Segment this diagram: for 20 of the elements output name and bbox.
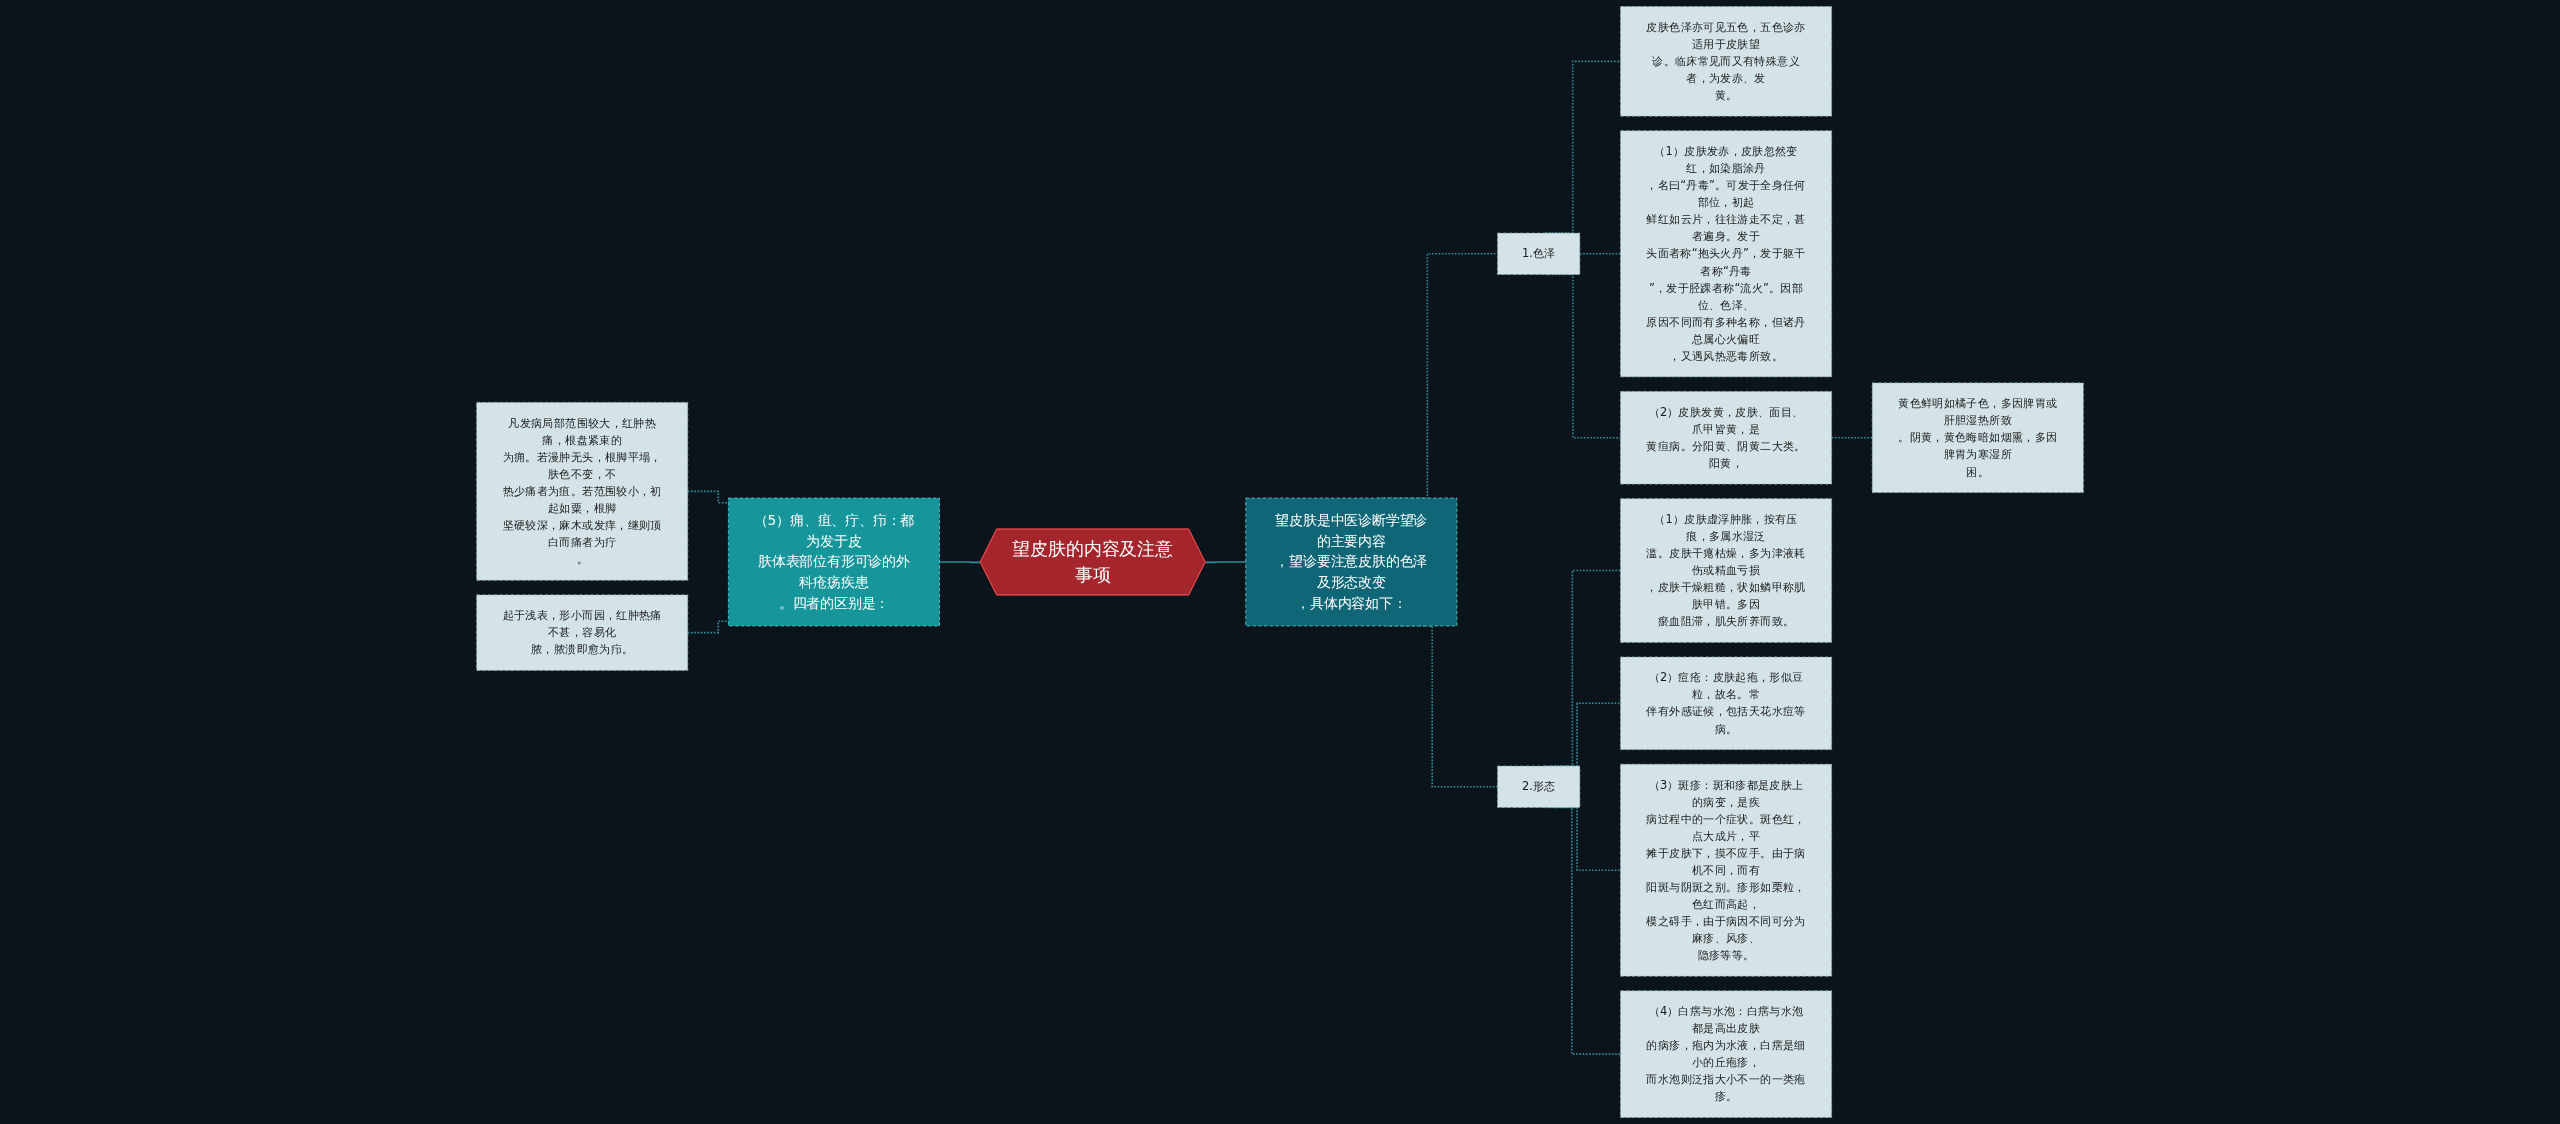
node-box: （1）皮肤虚浮肿胀，按有压痕，多属水湿泛滥。皮肤干瘪枯燥，多为津液耗伤或精血亏损，皮肤干燥粗糙，状如鳞甲称肌肤甲错。多因瘀血阻滞，肌失所养而致。 <box>1620 498 1833 643</box>
node-box: （2）痘疮：皮肤起疱，形似豆粒，故名。常伴有外感证候，包括天花水痘等病。 <box>1620 656 1833 750</box>
node-box: （2）皮肤发黄，皮肤、面目、爪甲皆黄，是黄疸病。分阳黄、阴黄二大类。阳黄， <box>1620 391 1833 485</box>
node-box: 1.色泽 <box>1497 232 1581 275</box>
node-box: 皮肤色泽亦可见五色，五色诊亦适用于皮肤望诊。临床常见而又有特殊意义者，为发赤、发黄。 <box>1620 6 1833 117</box>
node-box: （3）斑疹：斑和疹都是皮肤上的病变，是疾病过程中的一个症状。斑色红，点大成片，平摊于皮肤下，摸不应手。由于病机不同，而有阳斑与阴斑之别。疹形如栗粒，色红而高起，模之碍手，由于病因不同可分为麻疹、风疹、隐疹等等。 <box>1620 763 1833 977</box>
node-box: （5）痈、疽、疔、疖：都为发于皮肤体表部位有形可诊的外科疮疡疾患。四者的区别是： <box>727 497 940 627</box>
connector <box>686 490 730 504</box>
node-box: （4）白瘔与水泡：白瘔与水泡都是高出皮肤的病疹，疱内为水液，白瘔是细小的丘疱疹，而水泡则泛指大小不一的一类疱疹。 <box>1620 990 1833 1118</box>
node-box: 凡发病局部范围较大，红肿热痛，根盘紧束的为痈。若漫肿无头，根脚平塌，肤色不变，不热少痛者为疽。若范围较小，初起如粟，根脚坚硬较深，麻木或发痒，继则顶白而痛者为疔。 <box>476 402 689 581</box>
connector <box>1204 561 1247 564</box>
node-box: （1）皮肤发赤，皮肤忽然变红，如染脂涂丹，名曰“丹毒”。可发于全身任何部位，初起鲜红如云片，往往游走不定，甚者遍身。发于头面者称“抱头火丹”，发于躯干者称“丹毒”，发于胫踝者称“流火”。因部位、色泽、原因不同而有多种名称，但诸丹总属心火偏旺，又遇风热恶毒所致。 <box>1620 130 1833 378</box>
node-box: 2.形态 <box>1497 765 1581 808</box>
node-box: 望皮肤是中医诊断学望诊的主要内容，望诊要注意皮肤的色泽及形态改变，具体内容如下： <box>1245 497 1458 627</box>
connector <box>1579 253 1622 255</box>
connector <box>938 561 982 564</box>
node-box: 起于浅表，形小而园，红肿热痛不甚，容易化脓，脓溃即愈为疖。 <box>476 594 689 671</box>
connector <box>1830 436 1874 439</box>
node-box: 黄色鲜明如橘子色，多因脾胃或肝胆湿热所致。阴黄，黄色晦暗如烟熏，多因脾胃为寒湿所困。 <box>1871 382 2084 493</box>
connector <box>686 620 730 634</box>
